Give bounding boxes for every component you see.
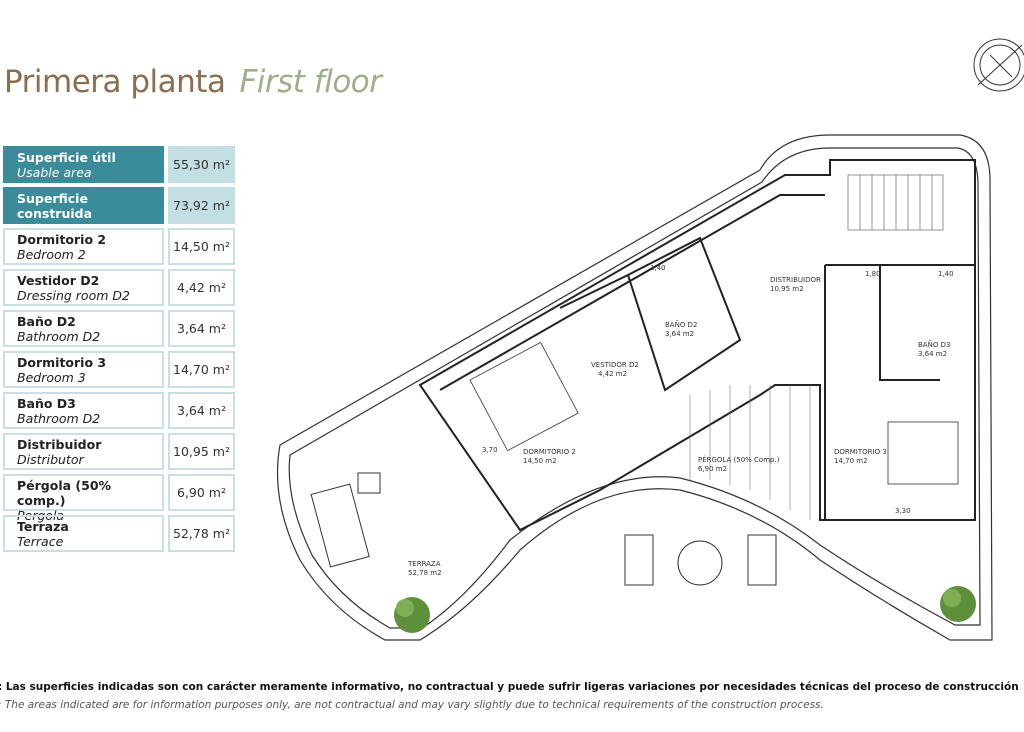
row-label-es: Distribuidor: [17, 437, 102, 452]
row-label-es: Terraza: [17, 519, 69, 534]
row-label-en: Usable area: [17, 165, 92, 180]
row-label-en: Dressing room D2: [17, 288, 130, 303]
row-label-en: Terrace: [17, 534, 64, 549]
row-label-es: Baño D2: [17, 314, 76, 329]
row-value: 3,64 m²: [168, 310, 235, 347]
svg-text:6,90 m2: 6,90 m2: [698, 465, 727, 473]
svg-text:DISTRIBUIDOR: DISTRIBUIDOR: [770, 276, 821, 284]
building-walls: [418, 159, 976, 532]
dimension-label: 1,40: [938, 270, 954, 278]
room-label-dormitorio-3: DORMITORIO 314,70 m2: [834, 448, 887, 465]
row-value: 6,90 m²: [168, 474, 235, 511]
svg-text:BAÑO D2: BAÑO D2: [665, 320, 697, 329]
row-label-en: Bathroom D2: [17, 411, 101, 426]
terrace-furniture: [310, 472, 777, 586]
svg-text:14,70 m2: 14,70 m2: [834, 457, 868, 465]
row-label-es: Dormitorio 2: [17, 232, 107, 247]
row-label-en: Bedroom 2: [17, 247, 86, 262]
dimension-label: 1,40: [650, 264, 666, 272]
tree-icon: [394, 597, 430, 633]
room-label-dormitorio-2: DORMITORIO 214,50 m2: [523, 448, 576, 465]
row-label-en: Bedroom 3: [17, 370, 86, 385]
svg-text:TERRAZA: TERRAZA: [407, 560, 441, 568]
row-value: 3,64 m²: [168, 392, 235, 429]
stairs: [847, 174, 944, 231]
disclaimer-english: : The areas indicated are for informatio…: [0, 699, 824, 711]
row-label-es: Superficie construida: [17, 191, 93, 221]
svg-text:PÉRGOLA (50% Comp.): PÉRGOLA (50% Comp.): [698, 455, 780, 464]
dimension-label: 3,70: [482, 446, 498, 454]
row-label-es: Baño D3: [17, 396, 76, 411]
row-label-es: Superficie útil: [17, 150, 116, 165]
row-value: 14,50 m²: [168, 228, 235, 265]
dimension-label: 3,30: [895, 507, 911, 515]
bed-2: [469, 341, 579, 452]
disclaimer-spanish: : Las superficies indicadas son con cará…: [0, 681, 1019, 693]
svg-text:3,64 m2: 3,64 m2: [665, 330, 694, 338]
room-label-bano-d3: BAÑO D33,64 m2: [918, 340, 950, 358]
svg-text:3,64 m2: 3,64 m2: [918, 350, 947, 358]
row-value: 14,70 m²: [168, 351, 235, 388]
svg-text:DORMITORIO 2: DORMITORIO 2: [523, 448, 576, 456]
page-title: Primera planta First floor: [4, 64, 382, 100]
row-value: 52,78 m²: [168, 515, 235, 552]
row-label-en: Bathroom D2: [17, 329, 101, 344]
row-value: 73,92 m²: [168, 187, 235, 224]
svg-text:10,95 m2: 10,95 m2: [770, 285, 804, 293]
svg-text:4,42 m2: 4,42 m2: [598, 370, 627, 378]
row-label-es: Vestidor D2: [17, 273, 100, 288]
row-label-es: Pérgola (50% comp.): [17, 478, 112, 508]
title-english: First floor: [239, 64, 382, 100]
svg-text:DORMITORIO 3: DORMITORIO 3: [834, 448, 887, 456]
room-label-vestidor-d2: VESTIDOR D24,42 m2: [591, 361, 639, 378]
svg-text:52,78 m2: 52,78 m2: [408, 569, 442, 577]
north-compass-icon: [973, 38, 1024, 92]
svg-text:14,50 m2: 14,50 m2: [523, 457, 557, 465]
row-value: 55,30 m²: [168, 146, 235, 183]
row-value: 4,42 m²: [168, 269, 235, 306]
terrace-outline: [276, 134, 993, 641]
svg-text:VESTIDOR D2: VESTIDOR D2: [591, 361, 639, 369]
tree-icon: [940, 586, 976, 622]
room-label-bano-d2: BAÑO D23,64 m2: [665, 320, 697, 338]
room-label-pergola: PÉRGOLA (50% Comp.)6,90 m2: [698, 455, 780, 473]
svg-text:BAÑO D3: BAÑO D3: [918, 340, 950, 349]
dimension-label: 1,80: [865, 270, 881, 278]
row-label-en: Distributor: [17, 452, 84, 467]
title-spanish: Primera planta: [4, 64, 226, 100]
bed-3: [887, 421, 959, 485]
pergola-slats: [689, 385, 811, 520]
row-value: 10,95 m²: [168, 433, 235, 470]
row-label-es: Dormitorio 3: [17, 355, 107, 370]
